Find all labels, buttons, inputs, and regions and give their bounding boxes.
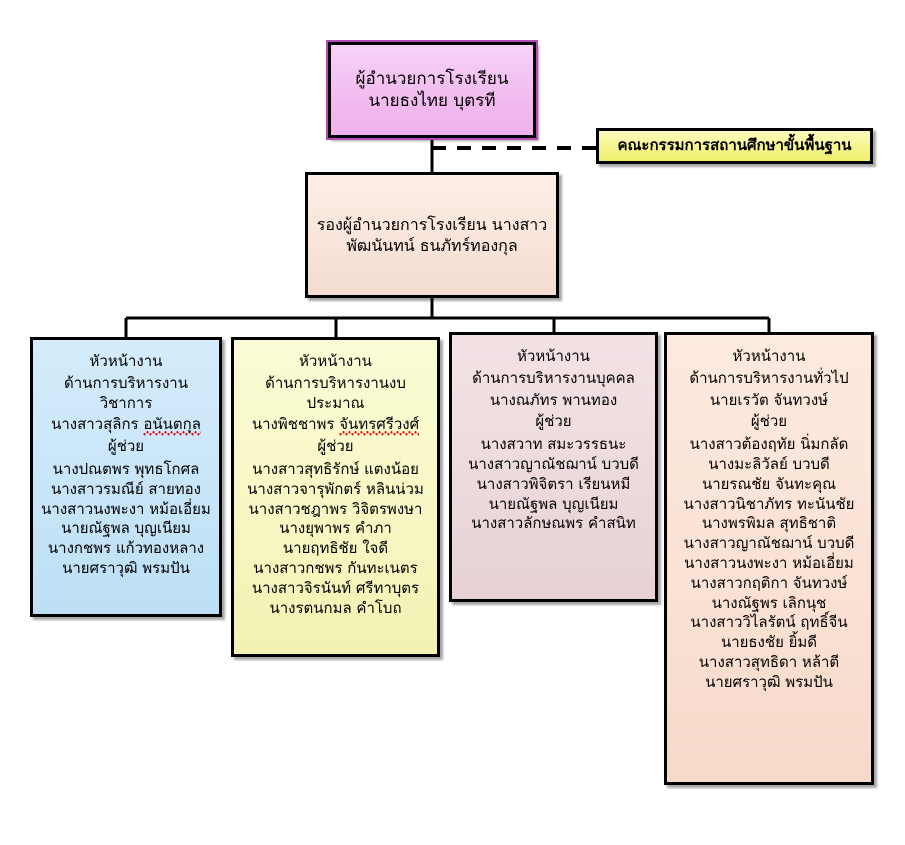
dept-assistant-label: ผู้ช่วย: [107, 437, 145, 456]
dept-member-item: นางสาวสุทธิรักษ์ แตงน้อย: [252, 459, 419, 478]
node-school-board[interactable]: คณะกรรมการสถานศึกษาขั้นพื้นฐาน: [596, 128, 873, 164]
dept-assistant-label: ผู้ช่วย: [535, 412, 572, 431]
dept-member-item: นายศราวุฒิ พรมปัน: [62, 558, 190, 577]
dept-member-item: นายธงชัย ยิ้มดี: [720, 633, 818, 652]
dept-member-item: นางสาวนงพะงา หม้อเอี่ยม: [41, 499, 211, 518]
dept-member-item: นางสาวญาณัชฌาน์ บวบดี: [468, 454, 639, 473]
dept-member-item: นางกชพร แก้วทองหลาง: [47, 539, 205, 558]
dept-lead-flagged-name: อนันตกุล: [143, 415, 201, 436]
dept-lead-prefix: นายเรวัต จันทวงษ์: [709, 390, 829, 409]
dept-member-item: นายณัฐพล บุญเนียม: [488, 494, 619, 513]
node-department-budget[interactable]: หัวหน้างาน ด้านการบริหารงานงบประมาณ นางพ…: [231, 337, 440, 657]
dept-member-item: นายณัฐพล บุญเนียม: [61, 519, 191, 538]
dept-member-item: นางสาวต้องฤทัย นิ่มกลัด: [689, 435, 849, 454]
dept-lead-prefix: นางณภัทร พานทอง: [489, 390, 618, 409]
dept-member-item: นางยุพาพร คำภา: [279, 519, 392, 538]
dept-member-item: นางสาวสุทธิดา หล้าตี: [698, 652, 840, 671]
dept-head-label: หัวหน้างาน: [299, 352, 372, 370]
dept-member-item: นางสาวกชพร กันทะเนตร: [253, 558, 418, 577]
dept-member-list: นางสวาท สมะวรรธนะนางสาวญาณัชฌาน์ บวบดีนา…: [458, 435, 649, 534]
dept-member-list: นางปณตพร พุทธโกศลนางสาวรมณีย์ สายทองนางส…: [39, 460, 213, 579]
node-department-academic[interactable]: หัวหน้างาน ด้านการบริหารงานวิชาการ นางสา…: [30, 337, 222, 617]
dept-lead-name: นางพิชชาพร จันทรศรีวงศ์: [240, 415, 431, 435]
dept-lead-name: นางณภัทร พานทอง: [458, 391, 649, 411]
director-name: นายธงไทย บุตรที: [368, 91, 496, 111]
node-director[interactable]: ผู้อำนวยการโรงเรียน นายธงไทย บุตรที: [326, 40, 538, 140]
deputy-name: นางสาวพัฒนันทน์ ธนภัทร์ทองกุล: [346, 214, 548, 255]
dept-member-item: นางสาวญาณัชฌาน์ บวบดี: [683, 534, 855, 553]
dept-member-item: นางสาวนิชาภัทร ทะนันชัย: [683, 494, 855, 513]
dept-area-label: ด้านการบริหารงานบุคคล: [472, 368, 635, 387]
dept-member-item: นางสาวจารุพักตร์ หลินน่วม: [247, 479, 424, 498]
dept-member-item: นางพรพิมล สุทธิชาติ: [701, 514, 837, 533]
dept-area-label: ด้านการบริหารงานงบประมาณ: [265, 373, 406, 412]
deputy-title: รองผู้อำนวยการโรงเรียน: [316, 214, 487, 234]
dept-lead-flagged-name: จันทรศรีวงศ์: [339, 415, 420, 436]
dept-lead-name: นางสาวสุลิกร อนันตกุล: [39, 415, 213, 435]
dept-member-item: นางรตนกมล คำโบถ: [269, 598, 402, 617]
dept-lead-prefix: นางพิชชาพร: [251, 415, 340, 434]
dept-member-item: นายศราวุฒิ พรมปัน: [705, 672, 833, 691]
dept-area-label: ด้านการบริหารงานวิชาการ: [64, 373, 188, 412]
dept-member-list: นางสาวต้องฤทัย นิ่มกลัดนางมะลิวัลย์ บวบด…: [673, 435, 865, 692]
dept-member-item: นายฤทธิชัย ใจดี: [282, 539, 389, 558]
dept-member-item: นางสวาท สมะวรรธนะ: [480, 435, 627, 454]
dept-lead-name: นายเรวัต จันทวงษ์: [673, 391, 865, 411]
dept-head-label: หัวหน้างาน: [89, 352, 163, 370]
dept-assistant-label: ผู้ช่วย: [750, 412, 788, 431]
dept-head-label: หัวหน้างาน: [517, 347, 590, 365]
dept-assistant-label: ผู้ช่วย: [317, 437, 354, 456]
dept-member-item: นางณัฐพร เลิกนุช: [711, 593, 827, 612]
dept-member-item: นางมะลิวัลย์ บวบดี: [708, 454, 830, 473]
dept-member-item: นางสาววิไลรัตน์ ฤทธิ์จีน: [690, 613, 848, 632]
dept-member-item: นางสาวจิรนันท์ ศรีทาบุตร: [251, 578, 420, 597]
dept-member-item: นางสาวรมณีย์ สายทอง: [50, 479, 201, 498]
dept-member-item: นางปณตพร พุทธโกศล: [52, 459, 200, 478]
dept-member-item: นายรณชัย จันทะคุณ: [701, 474, 837, 493]
dept-member-item: นางสาวนงพะงา หม้อเอี่ยม: [684, 553, 854, 572]
director-title: ผู้อำนวยการโรงเรียน: [355, 68, 509, 89]
dept-member-item: นางสาวพิจิตรา เรียนหมี: [476, 474, 631, 493]
dept-head-label: หัวหน้างาน: [732, 347, 806, 365]
node-deputy-director[interactable]: รองผู้อำนวยการโรงเรียน นางสาวพัฒนันทน์ ธ…: [305, 172, 559, 298]
dept-member-item: นางสาวลักษณพร คำสนิท: [471, 514, 636, 533]
dept-member-list: นางสาวสุทธิรักษ์ แตงน้อยนางสาวจารุพักตร์…: [240, 460, 431, 618]
dept-member-item: นางสาวกฤติกา จันทวงษ์: [690, 573, 848, 592]
dept-area-label: ด้านการบริหารงานทั่วไป: [689, 368, 849, 387]
school-board-label: คณะกรรมการสถานศึกษาขั้นพื้นฐาน: [617, 136, 852, 155]
node-department-general-affairs[interactable]: หัวหน้างาน ด้านการบริหารงานทั่วไป นายเรว…: [664, 332, 874, 785]
node-department-personnel[interactable]: หัวหน้างาน ด้านการบริหารงานบุคคล นางณภัท…: [449, 332, 658, 602]
dept-member-item: นางสาวชฎาพร วิจิตรพงษา: [248, 499, 423, 518]
dept-lead-prefix: นางสาวสุลิกร: [51, 415, 144, 434]
